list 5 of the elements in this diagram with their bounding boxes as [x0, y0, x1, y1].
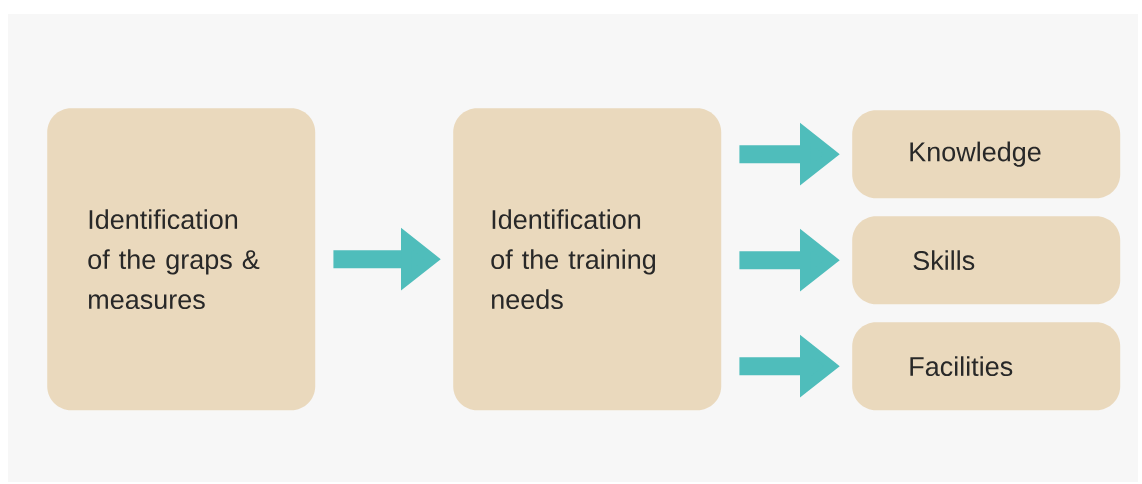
outcome-box: Facilities — [852, 322, 1121, 411]
outcome-box: Skills — [852, 216, 1121, 305]
process-box: Identification of the graps & measures — [47, 108, 316, 411]
outcome-box: Knowledge — [852, 110, 1121, 199]
process-box: Identification of the training needs — [453, 108, 722, 411]
